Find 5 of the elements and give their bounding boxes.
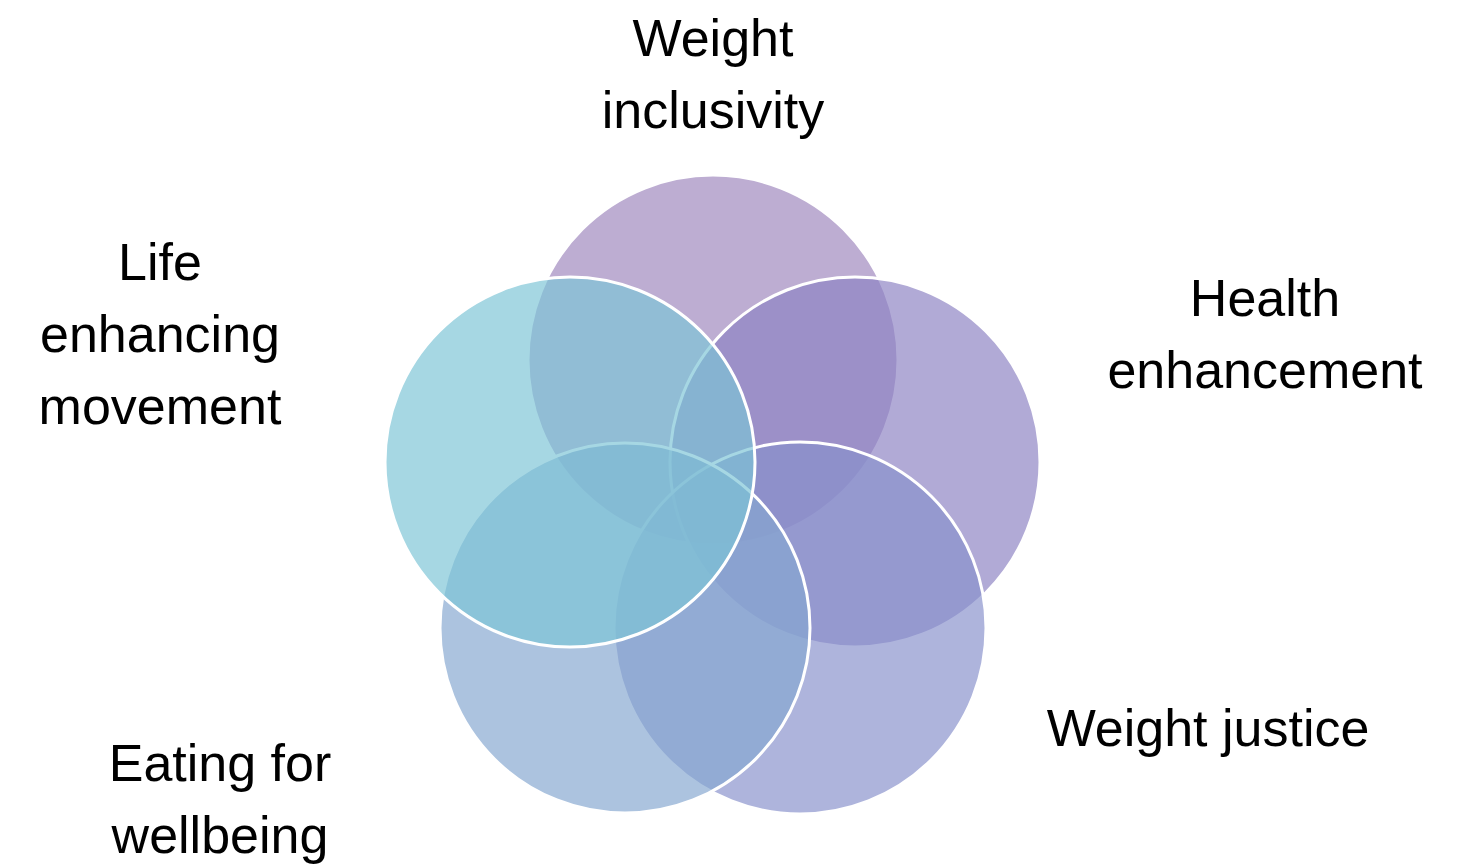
circle-label: Weight inclusivity: [600, 8, 826, 141]
circle-label: Health enhancement: [1106, 268, 1424, 401]
circle-label: Eating for wellbeing: [107, 733, 333, 866]
circle-label: Weight justice: [1045, 698, 1371, 759]
circle-label: Life enhancing movement: [37, 232, 283, 437]
